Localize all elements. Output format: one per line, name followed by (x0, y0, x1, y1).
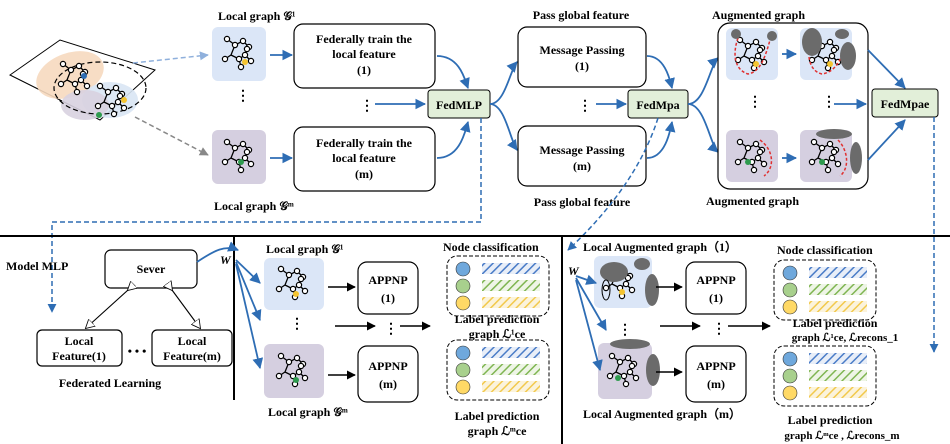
svg-text:Message Passing: Message Passing (540, 43, 625, 57)
svg-text:⋮: ⋮ (748, 95, 762, 110)
mid-local-graph-m (264, 344, 324, 398)
mid-appnp-m (357, 345, 419, 403)
svg-text:Local: Local (65, 334, 94, 348)
svg-text:local feature: local feature (332, 151, 396, 165)
top-local-graph-m (212, 130, 266, 184)
svg-text:Local: Local (178, 334, 207, 348)
svg-text:(m): (m) (707, 377, 725, 391)
svg-text:APPNP: APPNP (368, 273, 407, 287)
svg-text:local feature: local feature (332, 47, 396, 61)
svg-text:⋮: ⋮ (712, 322, 726, 337)
svg-text:Message Passing: Message Passing (540, 143, 625, 157)
svg-text:(m): (m) (573, 159, 591, 173)
svg-text:Label prediction: Label prediction (455, 409, 540, 423)
top-local-graph-1-label: Local graph 𝒢¹ (218, 9, 296, 23)
svg-text:graph ℒ¹ce, ℒrecons_1: graph ℒ¹ce, ℒrecons_1 (792, 332, 899, 344)
fedmlp-to-panel-connector (47, 118, 482, 313)
svg-text:APPNP: APPNP (696, 273, 735, 287)
svg-text:graph ℒᵐce , ℒrecons_m: graph ℒᵐce , ℒrecons_m (784, 430, 899, 442)
svg-text:(m): (m) (379, 377, 397, 391)
mid-node-classification-label: Node classification (443, 240, 539, 254)
augmented-bottom-label: Augmented graph (706, 194, 799, 208)
fedmpa-to-panel-connector (567, 117, 659, 251)
federated-learning-label: Federated Learning (59, 376, 161, 390)
dispatch-arrow-1 (132, 51, 209, 64)
svg-text:⋮: ⋮ (578, 99, 592, 114)
mid-local-graph-1-label: Local graph 𝒢¹ (266, 242, 344, 256)
svg-text:Label prediction: Label prediction (455, 312, 540, 326)
svg-text:Label prediction: Label prediction (788, 413, 873, 427)
svg-text:Feature(1): Feature(1) (52, 349, 106, 363)
top-local-graph-1 (212, 27, 266, 81)
right-aug-graph-1 (594, 256, 659, 308)
svg-text:Sever: Sever (137, 262, 166, 276)
svg-text:graph ℒ¹ce: graph ℒ¹ce (469, 327, 526, 341)
svg-text:APPNP: APPNP (696, 359, 735, 373)
svg-text:FedMLP: FedMLP (436, 98, 482, 112)
sever-box (104, 249, 198, 289)
svg-text:APPNP: APPNP (368, 359, 407, 373)
message-passing-1 (517, 26, 647, 88)
right-local-aug-m-label: Local Augmented graph（m） (583, 406, 741, 421)
mid-local-graph-m-label: Local graph 𝒢ᵐ (268, 405, 348, 419)
right-appnp-m (685, 345, 747, 403)
svg-text:FedMpae: FedMpae (881, 97, 930, 111)
dispatch-arrow-m (134, 116, 209, 156)
pass-global-bottom-label: Pass global feature (534, 195, 631, 209)
local-feature-m-box (151, 329, 233, 367)
svg-text:(1): (1) (381, 291, 395, 305)
svg-text:graph ℒᵐce: graph ℒᵐce (468, 424, 528, 438)
svg-text:Label prediction: Label prediction (793, 316, 878, 330)
mid-local-graph-1 (264, 258, 324, 310)
svg-text:Federally train the: Federally train the (316, 32, 413, 46)
svg-text:(1): (1) (357, 63, 371, 77)
svg-text:• • •: • • • (128, 344, 147, 358)
input-graph-illustration (9, 39, 156, 121)
fedmpae-box (871, 88, 939, 118)
model-mlp-label: Model MLP (6, 259, 68, 273)
train-box-1 (293, 23, 436, 89)
right-local-aug-1-label: Local Augmented graph（1） (583, 239, 737, 254)
aug-graph-1b (800, 28, 856, 80)
svg-text:⋮: ⋮ (384, 322, 398, 337)
aug-graph-1a (726, 28, 778, 80)
pass-global-top-label: Pass global feature (533, 8, 630, 22)
svg-text:FedMpa: FedMpa (636, 98, 679, 112)
svg-text:⋮: ⋮ (618, 323, 632, 338)
svg-text:(1): (1) (575, 59, 589, 73)
local-feature-1-box (36, 329, 123, 367)
train-box-m (293, 126, 436, 192)
augmented-top-label: Augmented graph (712, 8, 805, 22)
svg-text:(m): (m) (355, 167, 373, 181)
svg-text:Feature(m): Feature(m) (163, 349, 221, 363)
svg-text:W: W (220, 253, 232, 267)
right-aug-graph-m (598, 339, 660, 399)
message-passing-m (517, 125, 647, 187)
svg-text:⋮: ⋮ (290, 317, 304, 332)
svg-text:⋮: ⋮ (236, 89, 250, 104)
svg-text:W: W (568, 264, 580, 278)
svg-text:⋮: ⋮ (360, 99, 374, 114)
svg-text:(1): (1) (709, 291, 723, 305)
mid-appnp-1 (357, 261, 419, 315)
svg-text:⋮: ⋮ (822, 95, 836, 110)
right-node-classification-label: Node classification (777, 243, 873, 257)
svg-text:Federally train the: Federally train the (316, 136, 413, 150)
right-appnp-1 (685, 261, 747, 315)
aug-graph-mb (800, 129, 862, 182)
aug-graph-ma (726, 130, 778, 182)
top-local-graph-m-label: Local graph 𝒢ᵐ (214, 199, 294, 213)
